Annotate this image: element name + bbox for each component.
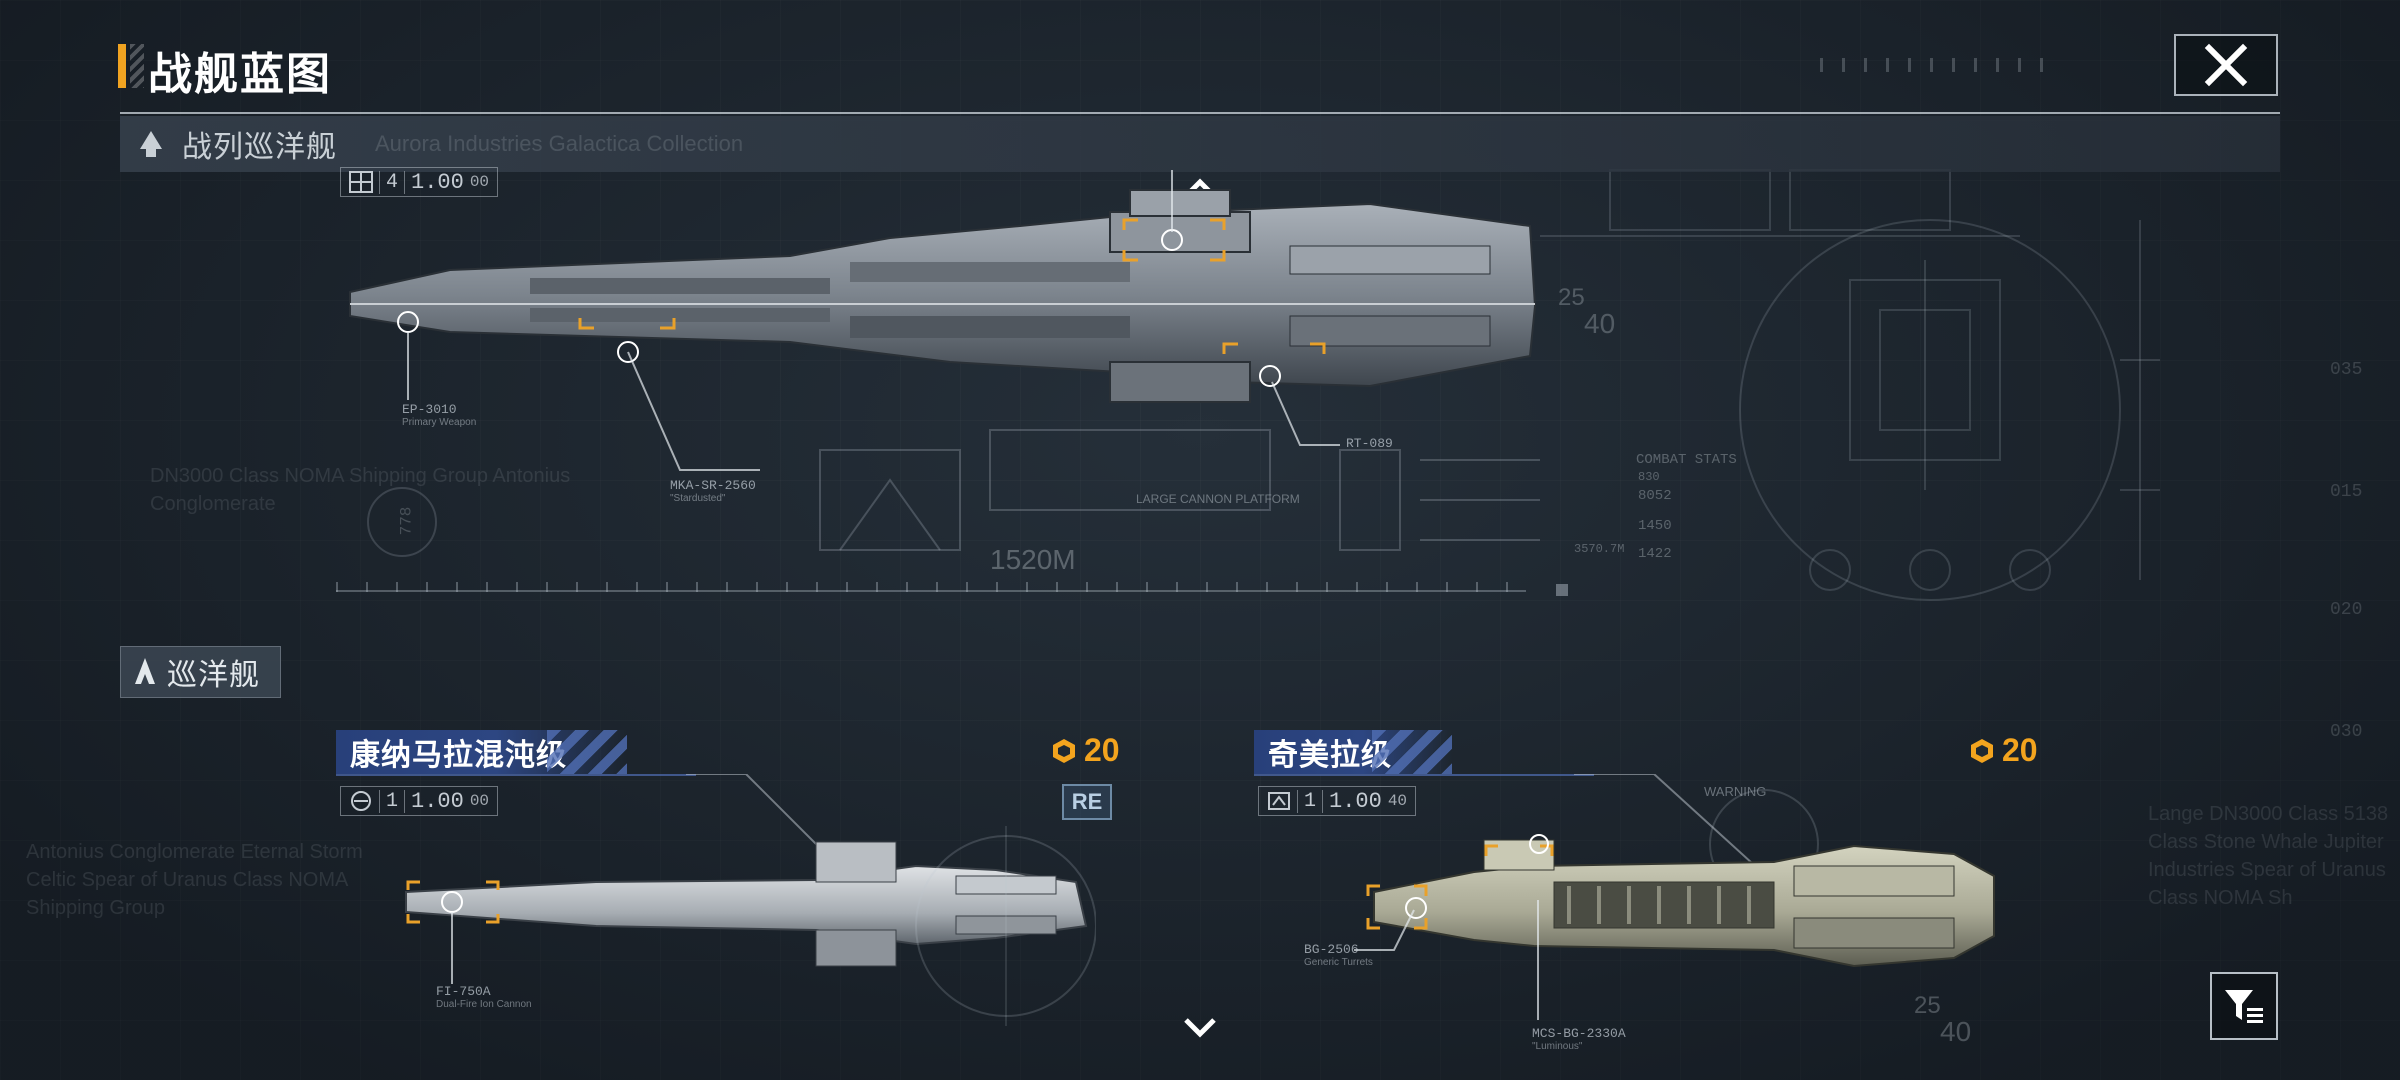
chimera-ship	[1366, 834, 1995, 968]
callout-rt089: RT-089	[1346, 436, 1393, 451]
connemara-ship	[405, 841, 1088, 967]
ship-class-icon	[140, 131, 162, 157]
close-button[interactable]	[2174, 34, 2278, 96]
ship-name: 奇美拉级	[1254, 730, 1452, 774]
title-accent-stripes	[130, 44, 144, 88]
callout-fi750a: FI-750A Dual-Fire Ion Cannon	[436, 984, 532, 1010]
scale-value: 1.00	[411, 788, 464, 814]
gauge-decor	[367, 487, 437, 557]
callout-mcs: MCS-BG-2330A "Luminous"	[1532, 1026, 1626, 1052]
ruler-tick: 035	[2330, 360, 2363, 380]
battlecruiser-ship[interactable]	[330, 186, 1550, 426]
ruler-tick: 030	[2330, 722, 2363, 742]
grid-icon	[349, 171, 373, 193]
callout-bg2506: BG-2506 Generic Turrets	[1304, 942, 1373, 968]
battlecruiser-scale-readout: 4 1.00 00	[340, 167, 499, 197]
cost-value: 20	[2002, 732, 2038, 768]
scale-sub: 00	[469, 792, 490, 810]
combat-stats-label: COMBAT STATS	[1636, 452, 1737, 468]
cost-value: 20	[1084, 732, 1120, 768]
callout-mka: MKA-SR-2560 "Stardusted"	[670, 478, 756, 504]
stat-a: 8052	[1638, 488, 1672, 504]
length-label: 1520M	[990, 544, 1076, 575]
ship-card-connemara[interactable]: 康纳马拉混沌级 20 RE 1 1.00 00	[336, 730, 1120, 1070]
callout-ep3010: EP-3010 Primary Weapon	[402, 402, 477, 428]
filter-list-icon	[2225, 990, 2263, 1023]
platform-label: LARGE CANNON PLATFORM	[1136, 492, 1300, 506]
ship-name: 康纳马拉混沌级	[336, 730, 627, 774]
ruler-end-marker	[1556, 584, 1568, 596]
cost-display: 20	[1968, 732, 2038, 769]
card-scale-readout: 1 1.00 40	[1258, 786, 1417, 816]
header-divider	[120, 112, 2280, 114]
cost-display: 20	[1050, 732, 1120, 769]
dim-40: 40	[1584, 308, 1616, 339]
card-scale-readout: 1 1.00 00	[340, 786, 499, 816]
dim-25: 25	[1558, 284, 1585, 311]
header-tick-decor	[1820, 58, 2050, 72]
length-ruler-ticks	[336, 582, 1526, 592]
card-dim-40: 40	[1940, 1016, 1972, 1047]
filter-button[interactable]	[2210, 972, 2278, 1040]
ship-class-icon	[135, 658, 155, 684]
warning-ring-decor	[1709, 789, 1819, 894]
warning-label: WARNING	[1704, 784, 1767, 799]
stat-top: 830	[1638, 470, 1660, 484]
scale-level: 1	[1297, 789, 1324, 813]
ghost-class-text: DN3000 Class NOMA Shipping Group Antoniu…	[150, 465, 571, 515]
title-accent-bar	[118, 44, 126, 88]
cost-cube-icon	[1971, 738, 1993, 763]
background-blueprint-decor	[1540, 169, 2160, 601]
section-label-cruiser: 巡洋舰	[167, 659, 260, 692]
card-callout-line	[451, 912, 453, 984]
name-underline	[336, 774, 696, 776]
stat-b: 1450	[1638, 518, 1672, 534]
re-badge: RE	[1062, 784, 1112, 820]
ruler-tick: 015	[2330, 482, 2363, 502]
scale-level: 1	[379, 789, 406, 813]
ghost-right-text: Lange DN3000 Class 5138 Class Stone Whal…	[2148, 803, 2389, 909]
section-bar-battlecruiser[interactable]: 战列巡洋舰 Aurora Industries Galactica Collec…	[120, 116, 2280, 172]
scale-level: 4	[379, 170, 406, 194]
scale-value: 1.00	[411, 169, 464, 195]
ruler-tick: 020	[2330, 600, 2363, 620]
section-ghost-text: Aurora Industries Galactica Collection	[375, 131, 744, 156]
name-underline	[1254, 774, 1594, 776]
ghost-left-text: Antonius Conglomerate Eternal Storm Celt…	[26, 841, 363, 919]
scale-sub: 40	[1387, 792, 1408, 810]
card-blueprint-decor	[915, 826, 1096, 1026]
cost-cube-icon	[1053, 738, 1075, 763]
stat-c: 1422	[1638, 546, 1672, 562]
card-leader-line	[686, 774, 837, 865]
faction-icon	[1268, 792, 1290, 810]
page-title: 战舰蓝图	[148, 50, 332, 99]
scale-value: 1.00	[1329, 788, 1382, 814]
section-label-battlecruiser: 战列巡洋舰	[182, 131, 337, 164]
card-callout-lines	[1354, 900, 1539, 1020]
scale-sub: 00	[469, 173, 490, 191]
faction-icon	[351, 791, 371, 811]
card-dim-25: 25	[1914, 992, 1941, 1019]
ship-card-chimera[interactable]: 奇美拉级 20 1 1.00 40 WARNING	[1254, 730, 2054, 1070]
length-ruler	[336, 590, 1526, 592]
section-tag-cruiser[interactable]: 巡洋舰	[120, 646, 281, 698]
close-icon	[2204, 43, 2248, 87]
battlecruiser-callout-lines	[407, 170, 1340, 471]
dimension-label: 3570.7M	[1574, 542, 1625, 556]
card-leader-line	[1574, 774, 1765, 875]
scroll-down-icon[interactable]	[1180, 1016, 1220, 1042]
blueprint-detail-decor	[819, 429, 1540, 551]
